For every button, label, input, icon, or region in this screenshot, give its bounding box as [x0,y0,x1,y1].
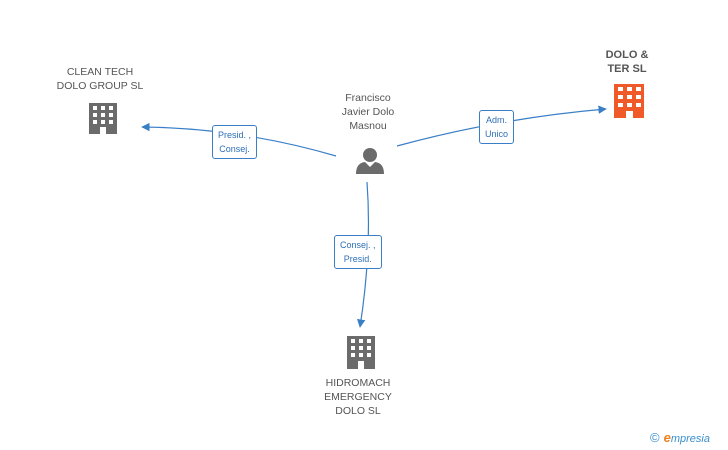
copyright-symbol: © [650,430,660,445]
empresia-logo: ©empresia [650,430,710,445]
building-icon[interactable] [89,103,117,134]
role-label-dolo-ter: Adm. Unico [479,110,515,144]
brand-name: mpresia [670,433,710,445]
brand-e: e [663,430,671,445]
company-name-hidromach[interactable]: HIDROMACH EMERGENCY DOLO SL [324,377,392,417]
role-label-hidromach: Consej. , Presid. [334,235,382,269]
company-name-clean-tech[interactable]: CLEAN TECH DOLO GROUP SL [56,66,144,92]
person-name[interactable]: Francisco Javier Dolo Masnou [341,92,395,132]
person-icon[interactable] [356,148,384,174]
company-name-dolo-ter[interactable]: DOLO & TER SL [605,49,649,75]
building-icon[interactable] [614,84,644,118]
role-label-clean-tech: Presid. , Consej. [212,125,258,159]
building-icon[interactable] [347,336,375,369]
